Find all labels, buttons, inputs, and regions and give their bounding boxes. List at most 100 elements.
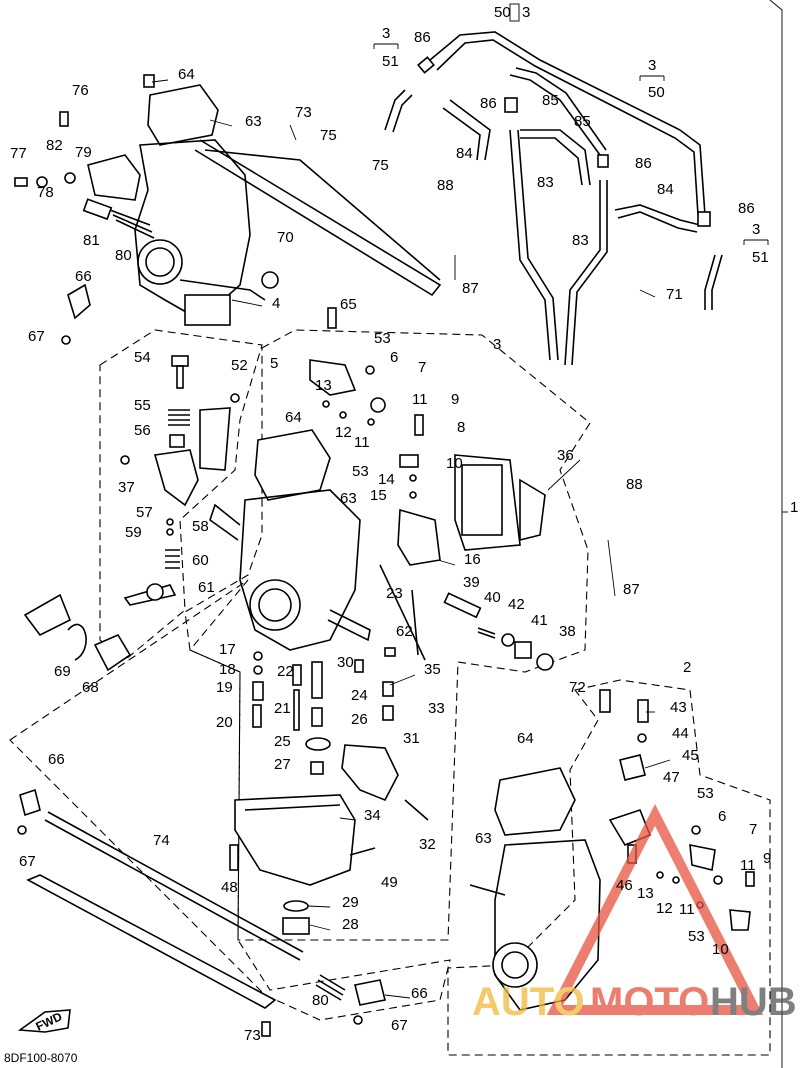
callout-9: 9 bbox=[763, 850, 771, 867]
callout-17: 17 bbox=[219, 641, 236, 658]
callout-86: 86 bbox=[738, 200, 755, 217]
callout-2: 2 bbox=[683, 659, 691, 676]
callout-26: 26 bbox=[351, 711, 368, 728]
callout-65: 65 bbox=[340, 296, 357, 313]
callout-47: 47 bbox=[663, 769, 680, 786]
callout-82: 82 bbox=[46, 137, 63, 154]
callout-23: 23 bbox=[386, 585, 403, 602]
callout-29: 29 bbox=[342, 894, 359, 911]
callout-44: 44 bbox=[672, 725, 689, 742]
callout-11: 11 bbox=[412, 391, 428, 408]
breather-hoses bbox=[384, 31, 723, 366]
callout-4: 4 bbox=[272, 295, 280, 312]
callout-83: 83 bbox=[572, 232, 589, 249]
callout-55: 55 bbox=[134, 397, 151, 414]
callout-88: 88 bbox=[626, 476, 643, 493]
callout-67: 67 bbox=[19, 853, 36, 870]
callout-59: 59 bbox=[125, 524, 142, 541]
reference-bracket bbox=[743, 239, 769, 245]
callout-46: 46 bbox=[616, 877, 633, 894]
callout-84: 84 bbox=[456, 145, 473, 162]
callout-6: 6 bbox=[718, 808, 726, 825]
callout-25: 25 bbox=[274, 733, 291, 750]
assembly-border bbox=[769, 0, 783, 1068]
callout-13: 13 bbox=[315, 377, 332, 394]
callout-33: 33 bbox=[428, 700, 445, 717]
throttle-rods bbox=[17, 788, 386, 1037]
callout-66: 66 bbox=[48, 751, 65, 768]
callout-7: 7 bbox=[749, 821, 757, 838]
callout-73: 73 bbox=[244, 1027, 261, 1044]
callout-60: 60 bbox=[192, 552, 209, 569]
group-boundary-3-main bbox=[184, 329, 591, 941]
callout-86: 86 bbox=[635, 155, 652, 172]
callout-40: 40 bbox=[484, 589, 501, 606]
leader-lines bbox=[151, 79, 671, 999]
callout-32: 32 bbox=[419, 836, 436, 853]
callout-42: 42 bbox=[508, 596, 525, 613]
callout-31: 31 bbox=[403, 730, 420, 747]
callout-84: 84 bbox=[657, 181, 674, 198]
fwd-arrow bbox=[17, 1009, 71, 1033]
callout-76: 76 bbox=[72, 82, 89, 99]
callout-75: 75 bbox=[372, 157, 389, 174]
callout-86: 86 bbox=[480, 95, 497, 112]
callout-28: 28 bbox=[342, 916, 359, 933]
callout-51: 51 bbox=[382, 53, 399, 70]
callout-14: 14 bbox=[378, 471, 395, 488]
callout-3: 3 bbox=[648, 57, 656, 74]
callout-51: 51 bbox=[752, 249, 769, 266]
callout-70: 70 bbox=[277, 229, 294, 246]
callout-50: 50 bbox=[648, 84, 665, 101]
callout-53: 53 bbox=[688, 928, 705, 945]
callout-86: 86 bbox=[414, 29, 431, 46]
callout-78: 78 bbox=[37, 184, 54, 201]
callout-74: 74 bbox=[153, 832, 170, 849]
callout-22: 22 bbox=[277, 663, 294, 680]
callout-27: 27 bbox=[274, 756, 291, 773]
callout-58: 58 bbox=[192, 518, 209, 535]
callout-9: 9 bbox=[451, 391, 459, 408]
watermark-hub: HUB bbox=[710, 980, 797, 1024]
callout-24: 24 bbox=[351, 687, 368, 704]
callout-16: 16 bbox=[464, 551, 481, 568]
callout-37: 37 bbox=[118, 479, 135, 496]
callout-87: 87 bbox=[623, 581, 640, 598]
callout-11: 11 bbox=[740, 857, 756, 874]
diagram-code: 8DF100-8070 bbox=[4, 1051, 78, 1065]
callout-12: 12 bbox=[335, 424, 352, 441]
callout-85: 85 bbox=[542, 92, 559, 109]
callout-67: 67 bbox=[28, 328, 45, 345]
callout-68: 68 bbox=[82, 679, 99, 696]
callout-87: 87 bbox=[462, 280, 479, 297]
callout-53: 53 bbox=[374, 330, 391, 347]
callout-3: 3 bbox=[493, 336, 501, 353]
callout-62: 62 bbox=[396, 623, 413, 640]
callout-73: 73 bbox=[295, 104, 312, 121]
watermark-logo: AUTO MOTO HUB bbox=[472, 804, 797, 1024]
callout-63: 63 bbox=[475, 830, 492, 847]
callout-7: 7 bbox=[418, 359, 426, 376]
watermark-moto: MOTO bbox=[590, 980, 709, 1024]
choke-plunger-parts bbox=[23, 355, 240, 672]
callout-61: 61 bbox=[198, 579, 215, 596]
callout-13: 13 bbox=[637, 885, 654, 902]
callout-35: 35 bbox=[424, 661, 441, 678]
callout-45: 45 bbox=[682, 747, 699, 764]
callout-53: 53 bbox=[697, 785, 714, 802]
callout-63: 63 bbox=[245, 113, 262, 130]
callout-85: 85 bbox=[574, 113, 591, 130]
carburetor-lower bbox=[469, 689, 755, 1011]
float-bowl bbox=[229, 794, 376, 935]
group-boundary-lower-left bbox=[9, 579, 451, 1021]
callout-88: 88 bbox=[437, 177, 454, 194]
callout-3: 3 bbox=[382, 25, 390, 42]
callout-64: 64 bbox=[517, 730, 534, 747]
jets-and-needles bbox=[252, 564, 554, 821]
callout-75: 75 bbox=[320, 127, 337, 144]
callout-12: 12 bbox=[656, 900, 673, 917]
callout-66: 66 bbox=[75, 268, 92, 285]
